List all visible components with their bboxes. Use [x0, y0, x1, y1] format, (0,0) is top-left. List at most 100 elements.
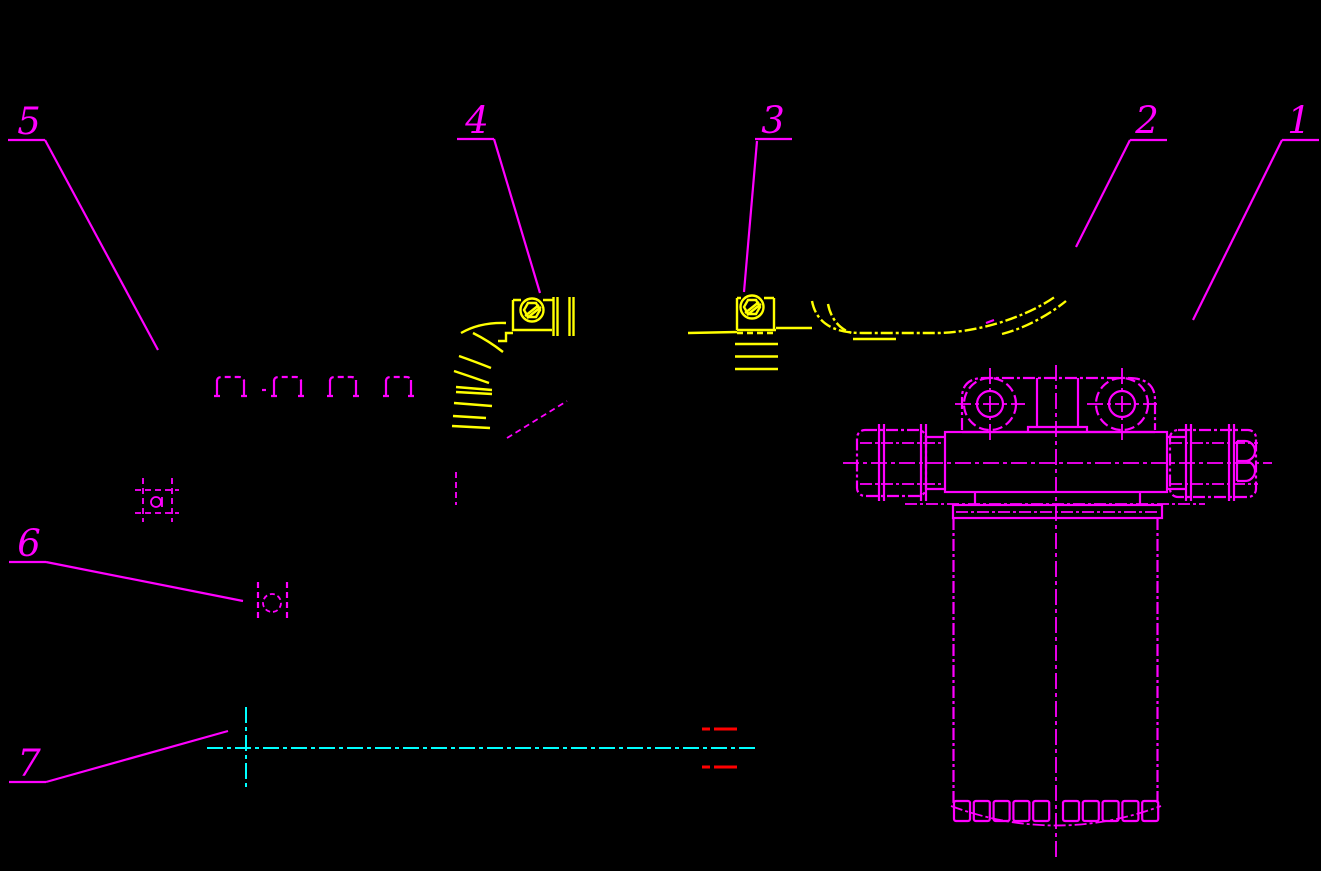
fitting-hole: [150, 496, 162, 508]
flange: [951, 503, 1164, 520]
callout-2-leader: [1075, 139, 1131, 248]
filter-canister: [950, 518, 1162, 827]
callout-3-leader: [742, 140, 759, 293]
callout-6-leader: [45, 560, 244, 603]
callout-5-label: 5: [17, 100, 41, 143]
bolt-hole-right: [1087, 368, 1157, 440]
clip-top: [215, 375, 246, 382]
rib-7: [451, 424, 491, 430]
head-body: [943, 430, 1169, 494]
crimp: [1121, 799, 1140, 823]
clip-1: [214, 375, 247, 398]
head-neck: [973, 492, 1142, 505]
callout-3: 3: [742, 99, 792, 293]
clip-2: [271, 375, 304, 398]
bolt-hole-left: [955, 368, 1025, 440]
callout-4-leader: [492, 138, 542, 294]
callout-2-label: 2: [1134, 99, 1159, 142]
callout-6-label: 6: [17, 522, 41, 565]
outlet-bar-2: [1227, 424, 1236, 501]
clip-top: [328, 375, 358, 382]
rib-5: [453, 401, 493, 408]
clip-legs: [383, 380, 414, 398]
outlet-connector: [1167, 435, 1186, 491]
clamp-bar-1: [552, 297, 559, 336]
elbow-hose-ribs: [451, 321, 568, 505]
rib-4: [455, 385, 493, 396]
rib-6: [452, 414, 487, 420]
clip-top: [272, 375, 303, 382]
clamp-screw-slot: [524, 304, 542, 319]
clamp-screw-hex: [742, 298, 762, 316]
clip-4: [383, 375, 414, 398]
callout-4: 4: [457, 99, 542, 294]
rib-2: [458, 354, 492, 370]
crimp: [972, 799, 991, 823]
crimp: [1061, 799, 1081, 823]
datum-lines: [207, 707, 755, 787]
bracket-outline: [960, 376, 1157, 430]
crimp: [1101, 799, 1120, 823]
hose-clamp-3: [687, 294, 812, 371]
clip-legs: [271, 380, 304, 398]
rib-0: [460, 321, 507, 335]
clip-legs: [214, 380, 247, 398]
clamp-screw-head: [739, 294, 765, 320]
crimp: [1032, 799, 1051, 823]
clamp-band: [735, 296, 776, 332]
canister-crimp-row: [952, 799, 1160, 823]
hose-inner-curve: [1001, 300, 1067, 336]
callout-1-leader: [1192, 139, 1283, 321]
pipe-left: [687, 330, 738, 335]
callout-7-label: 7: [17, 742, 41, 785]
callout-1-label: 1: [1287, 99, 1311, 142]
small-fitting-phantom: [135, 478, 179, 522]
outlet-outline: [1168, 428, 1258, 499]
clamp-screw-head: [519, 297, 545, 323]
crimp: [992, 799, 1011, 823]
outlet-clip: [1235, 439, 1257, 483]
callout-5: 5: [8, 100, 159, 351]
inlet-connector: [926, 435, 945, 491]
hose-wall-arc: [826, 303, 853, 335]
elbow-centerline-diagonal: [506, 400, 568, 439]
clip-top: [384, 375, 413, 382]
retaining-clips: [214, 375, 414, 398]
rib-3: [453, 369, 490, 385]
hose-magenta-tick: [985, 318, 995, 325]
pipe-thread-lines: [735, 342, 778, 371]
filter-head: [905, 430, 1205, 520]
hose-clamp-4: [498, 297, 575, 343]
callout-6: 6: [9, 522, 244, 603]
callout-4-label: 4: [464, 99, 489, 142]
canister-bottom-arc: [950, 805, 1162, 827]
clamp-bar-2: [568, 297, 575, 336]
fuel-filter-assembly: [843, 365, 1272, 858]
callout-7: 7: [9, 729, 229, 785]
hose-outer-curve: [810, 295, 1057, 335]
crimp: [1141, 799, 1160, 823]
clamp-band: [511, 298, 553, 332]
callout-3-label: 3: [761, 99, 785, 142]
inlet-bar-1: [877, 424, 886, 501]
callout-2: 2: [1075, 99, 1167, 248]
clip-3: [327, 375, 359, 398]
bracket-step: [1026, 425, 1089, 432]
clamp-screw-hex: [522, 301, 542, 319]
clip-legs: [327, 380, 359, 398]
fuel-hose: [810, 295, 1067, 341]
callout-7-leader: [45, 729, 229, 784]
rib-1: [472, 331, 504, 353]
crimp: [1081, 799, 1100, 823]
inlet-fitting: [855, 424, 945, 501]
grommet-hole: [262, 593, 282, 613]
crimp: [1012, 799, 1031, 823]
grommet: [256, 582, 289, 622]
outlet-fitting: [1167, 424, 1258, 501]
clamp-foot: [498, 331, 513, 343]
clamp-screw-slot: [744, 301, 762, 316]
callout-1: 1: [1192, 99, 1319, 321]
callout-5-leader: [44, 139, 159, 351]
